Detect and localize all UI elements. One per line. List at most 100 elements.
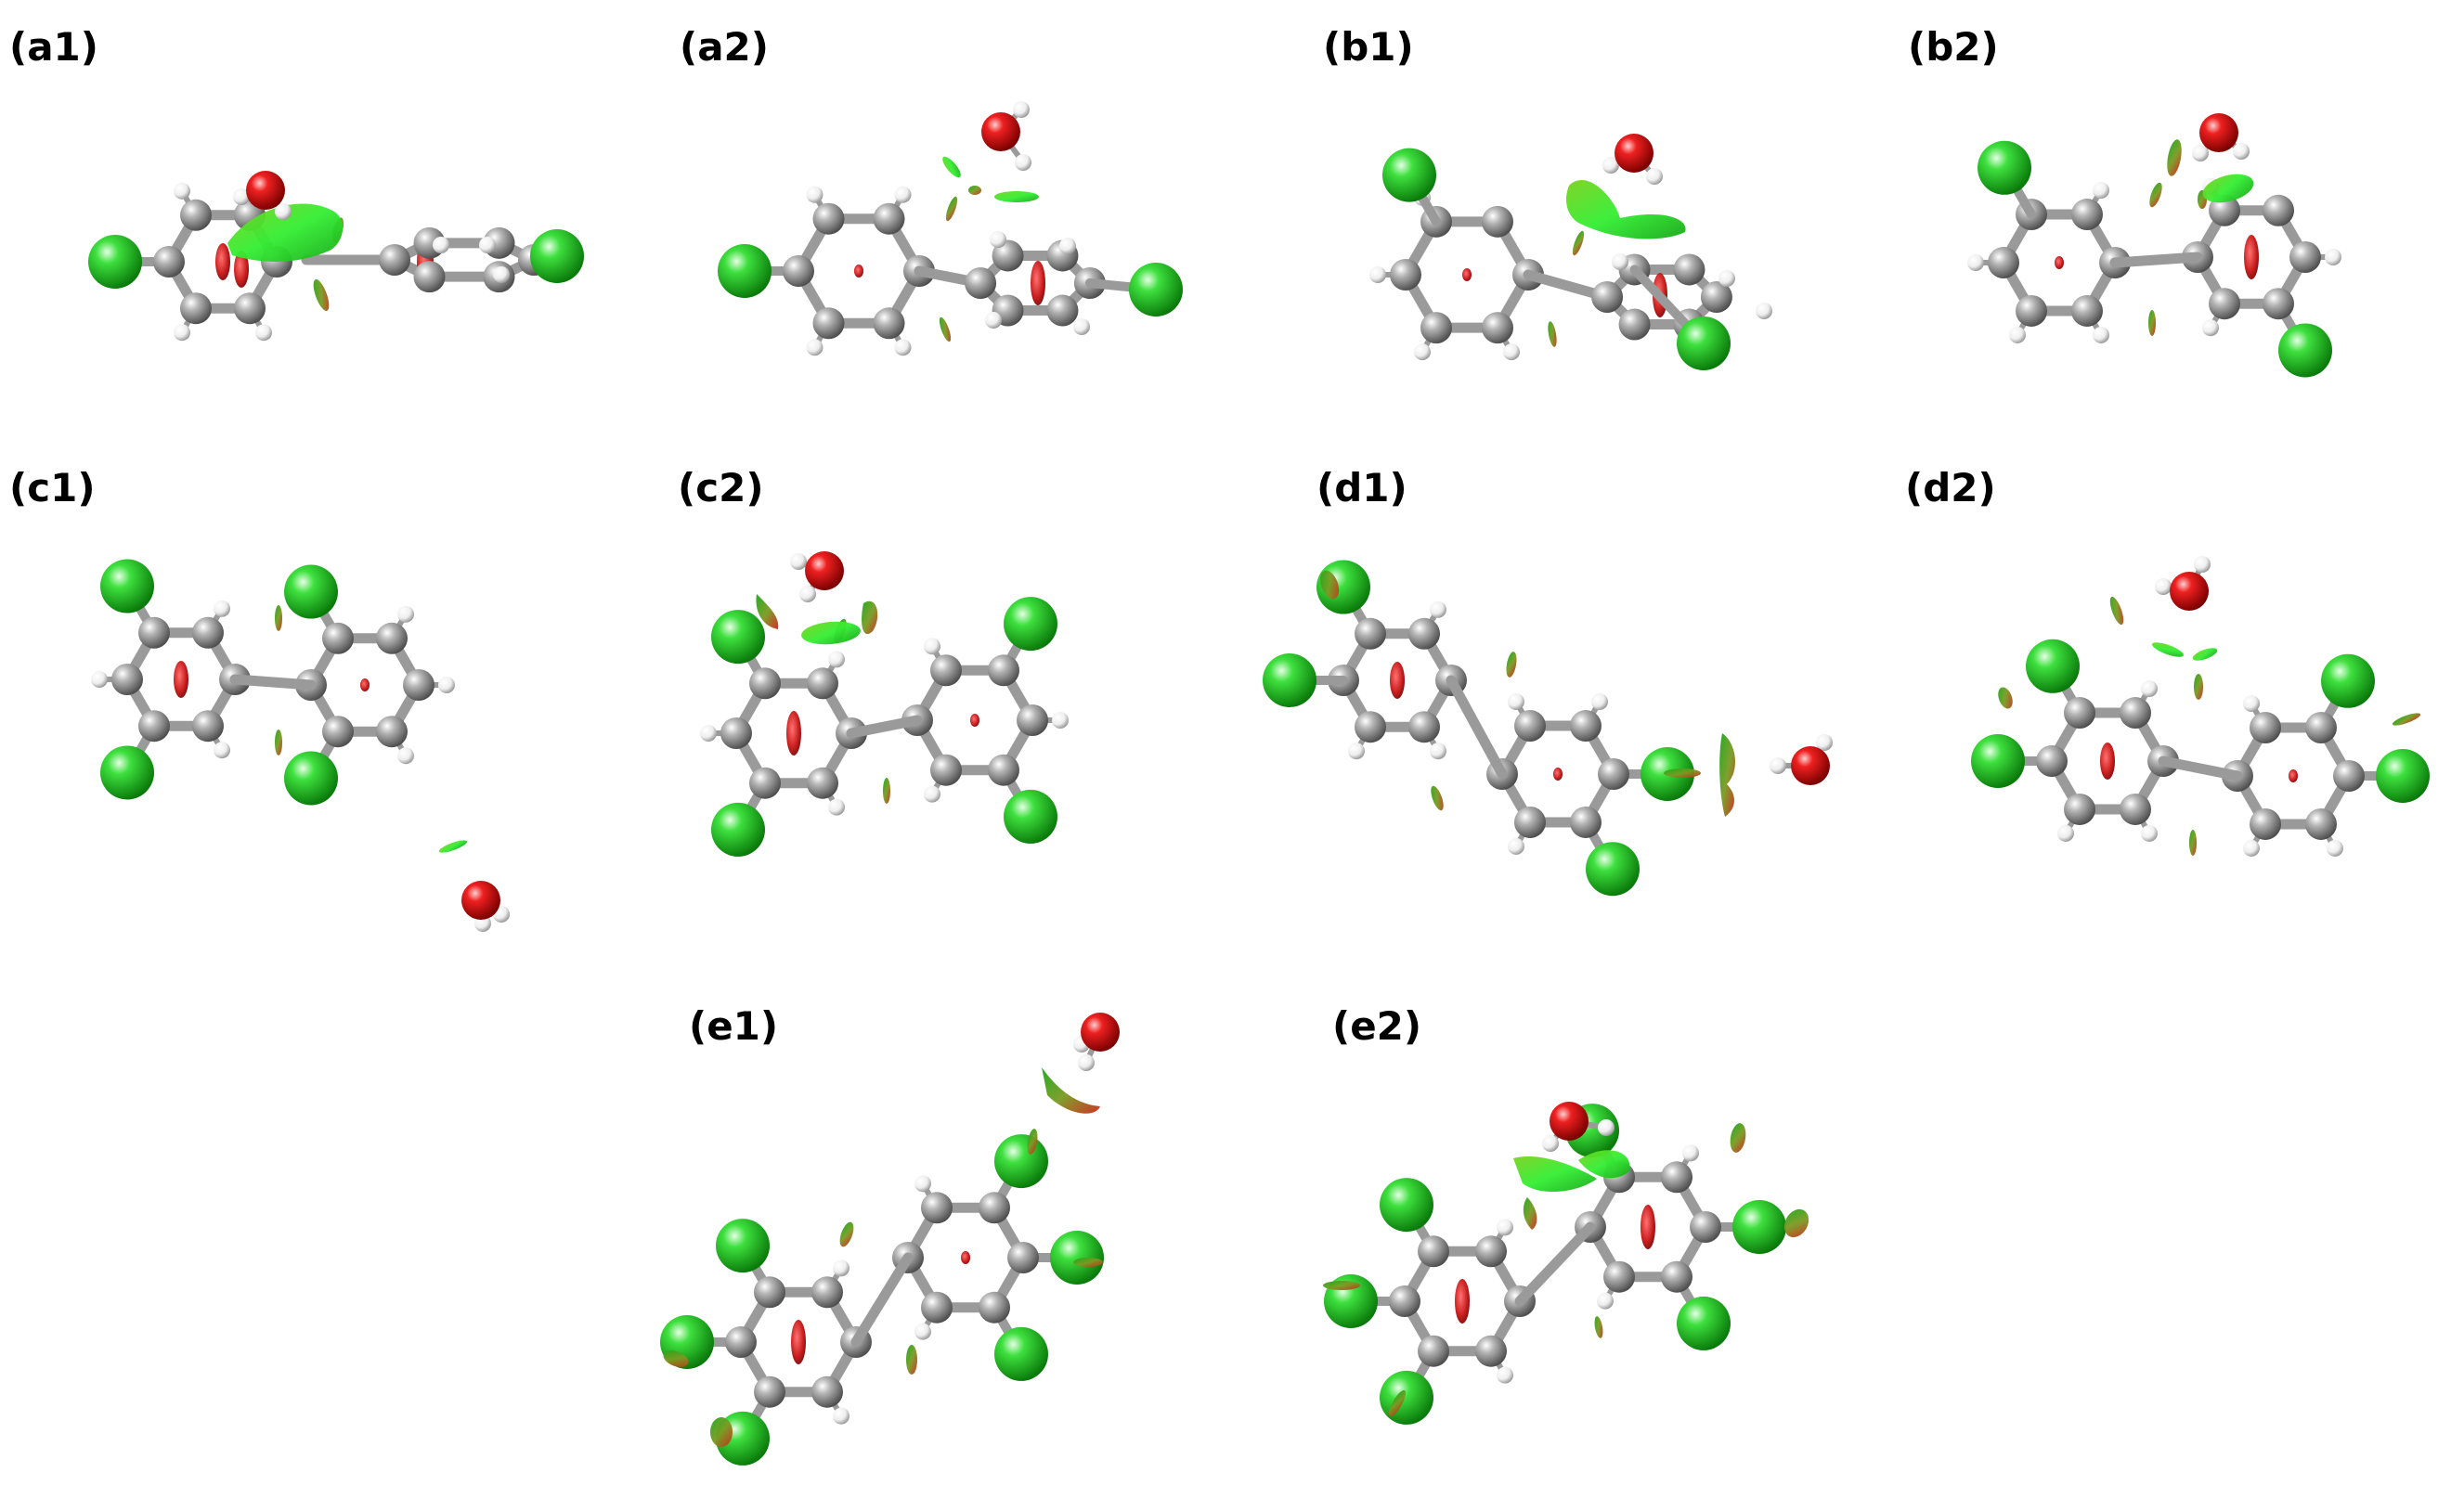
- carbon-atom: [1408, 617, 1440, 650]
- carbon-atom: [812, 202, 845, 235]
- mixed-isosurface: [663, 1350, 689, 1367]
- vdw-isosurface: [2192, 648, 2218, 661]
- hydrogen-atom: [2202, 319, 2219, 337]
- bond: [1514, 1221, 1596, 1307]
- carbon-atom: [1420, 312, 1452, 344]
- carbon-atom: [1355, 711, 1386, 743]
- vdw-isosurface: [1566, 180, 1686, 239]
- vdw-isosurface: [1578, 1150, 1630, 1179]
- carbon-atom: [1700, 281, 1732, 313]
- hydrogen-atom: [1612, 253, 1628, 270]
- panel-c2: (c2): [678, 465, 1069, 857]
- hydrogen-atom: [2093, 326, 2109, 343]
- mixed-isosurface: [2194, 674, 2203, 700]
- carbon-atom: [138, 616, 170, 649]
- molecule-c1: [91, 559, 510, 932]
- panel-label-c1: (c1): [9, 465, 96, 510]
- mixed-isosurface: [939, 316, 952, 342]
- bond: [850, 1252, 914, 1348]
- carbon-atom: [1598, 758, 1629, 790]
- hydrogen-atom: [2057, 824, 2074, 842]
- mixed-isosurface: [906, 1345, 917, 1375]
- hydrogen-atom: [2141, 680, 2158, 698]
- chlorine-atom: [711, 802, 765, 857]
- mixed-isosurface: [883, 778, 890, 804]
- chlorine-atom: [1004, 597, 1057, 652]
- carbon-atom: [873, 202, 905, 235]
- oxygen-atom: [2170, 572, 2209, 611]
- oxygen-atom: [981, 112, 1020, 151]
- carbon-atom: [754, 1375, 785, 1408]
- repulsive-isosurface: [174, 661, 188, 698]
- chlorine-atom: [1263, 653, 1316, 707]
- oxygen-atom: [1081, 1013, 1120, 1052]
- hydrogen-atom: [1430, 742, 1446, 760]
- carbon-atom: [965, 267, 997, 299]
- molecule-e2: [1323, 1102, 1809, 1425]
- carbon-atom: [930, 654, 962, 687]
- carbon-atom: [2064, 793, 2095, 825]
- hydrogen-atom: [2141, 824, 2158, 842]
- hydrogen-atom: [2194, 556, 2211, 573]
- oxygen-atom: [805, 551, 844, 590]
- chlorine-atom: [1382, 148, 1436, 202]
- mixed-isosurface: [2149, 182, 2162, 208]
- carbon-atom: [1618, 308, 1651, 341]
- hydrogen-atom: [1718, 270, 1735, 287]
- repulsive-isosurface: [215, 243, 230, 280]
- mixed-isosurface: [1730, 1123, 1746, 1153]
- carbon-atom: [1673, 253, 1705, 286]
- carbon-atom: [807, 667, 838, 700]
- hydrogen-atom: [1602, 157, 1619, 174]
- repulsive-isosurface: [1462, 268, 1472, 281]
- hydrogen-atom: [1597, 1292, 1614, 1310]
- carbon-atom: [379, 244, 410, 276]
- carbon-atom: [322, 622, 354, 654]
- carbon-atom: [322, 716, 354, 748]
- panel-b1: (b1): [1323, 24, 1772, 370]
- panel-label-b1: (b1): [1323, 24, 1414, 70]
- repulsive-isosurface: [360, 678, 370, 691]
- chlorine-atom: [100, 745, 154, 800]
- oxygen-atom: [1615, 134, 1653, 173]
- carbon-atom: [234, 292, 266, 325]
- carbon-atom: [403, 669, 434, 701]
- repulsive-isosurface: [1553, 768, 1563, 781]
- carbon-atom: [1475, 1335, 1507, 1367]
- hydrogen-atom: [1013, 101, 1030, 118]
- carbon-atom: [2289, 241, 2321, 273]
- hydrogen-atom: [433, 237, 449, 253]
- chlorine-atom: [1050, 1231, 1104, 1285]
- repulsive-isosurface: [234, 251, 249, 288]
- mixed-isosurface: [1431, 785, 1444, 811]
- repulsive-isosurface: [2244, 235, 2259, 279]
- repulsive-isosurface: [791, 1320, 806, 1364]
- carbon-atom: [1482, 205, 1513, 238]
- repulsive-isosurface: [1455, 1279, 1470, 1324]
- mixed-isosurface: [2392, 713, 2421, 726]
- mixed-isosurface: [2189, 830, 2197, 856]
- carbon-atom: [1418, 1335, 1449, 1367]
- molecule-a2: [718, 101, 1183, 356]
- mixed-isosurface: [313, 278, 330, 312]
- molecule-c2: [700, 551, 1069, 857]
- bond: [2158, 755, 2243, 781]
- hydrogen-atom: [1756, 303, 1772, 319]
- panel-e1: (e1): [660, 1003, 1120, 1466]
- repulsive-isosurface: [1390, 662, 1405, 699]
- hydrogen-atom: [438, 677, 455, 693]
- carbon-atom: [1017, 704, 1048, 736]
- hydrogen-atom: [214, 600, 230, 617]
- carbon-atom: [192, 616, 224, 649]
- bond: [846, 715, 923, 739]
- hydrogen-atom: [985, 312, 1002, 329]
- carbon-atom: [1988, 247, 2019, 278]
- hydrogen-atom: [790, 553, 807, 570]
- chlorine-atom: [530, 229, 584, 283]
- oxygen-atom: [2199, 113, 2238, 152]
- carbon-atom: [138, 710, 170, 742]
- carbon-atom: [2263, 288, 2294, 320]
- hydrogen-atom: [2093, 182, 2109, 200]
- hydrogen-atom: [1682, 1144, 1699, 1162]
- carbon-atom: [2250, 712, 2281, 744]
